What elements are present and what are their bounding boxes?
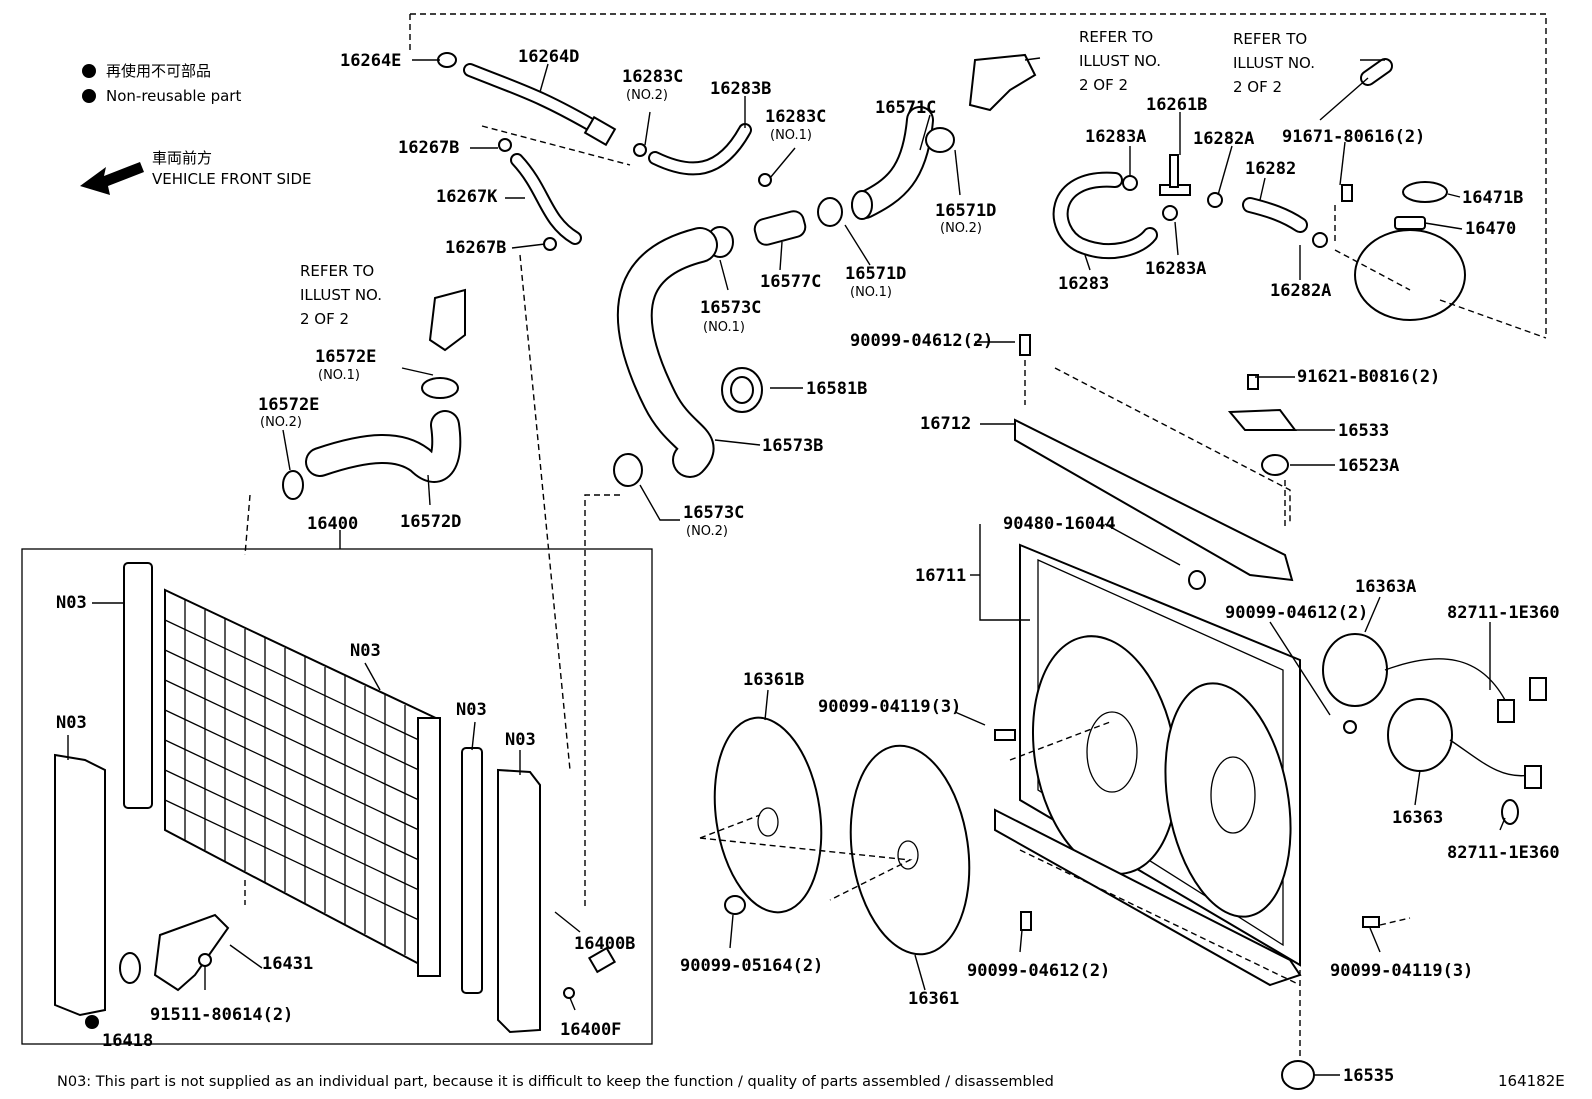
callout-16282: 16282 [1245, 159, 1296, 179]
callout-labels: 16264E 16264D 16283C (NO.2) 16283B 16283… [56, 47, 1560, 1086]
callout-16573B: 16573B [762, 436, 823, 456]
svg-text:REFER TO: REFER TO [1233, 30, 1307, 48]
svg-text:REFER TO: REFER TO [1079, 28, 1153, 46]
callout-16267B-top: 16267B [398, 138, 459, 158]
callout-16283C-no1: 16283C [765, 107, 826, 127]
legend-reusable-en: Non-reusable part [106, 87, 241, 105]
callout-16573C-no2-sub: (NO.2) [686, 524, 728, 539]
callout-91511-80614: 91511-80614(2) [150, 1005, 293, 1025]
callout-16572E-no1: 16572E [315, 347, 376, 367]
callout-N03-1: N03 [56, 593, 87, 613]
callout-N03-2: N03 [350, 641, 381, 661]
callout-N03-4: N03 [56, 713, 87, 733]
callout-16261B: 16261B [1146, 95, 1207, 115]
refer-note-2: REFER TO ILLUST NO. 2 OF 2 [1233, 30, 1315, 96]
callout-16264E: 16264E [340, 51, 401, 71]
dashed-leaders [244, 205, 1547, 1060]
callout-16267B-bottom: 16267B [445, 238, 506, 258]
svg-text:REFER TO: REFER TO [300, 262, 374, 280]
callout-16573C-no1-sub: (NO.1) [703, 320, 745, 335]
callout-16283: 16283 [1058, 274, 1109, 294]
callout-16533: 16533 [1338, 421, 1389, 441]
footer-note: N03: This part is not supplied as an ind… [57, 1074, 1054, 1090]
refer-note-3: REFER TO ILLUST NO. 2 OF 2 [300, 262, 382, 328]
callout-90099-04612-top: 90099-04612(2) [850, 331, 993, 351]
callout-16363A: 16363A [1355, 577, 1416, 597]
callout-16283C-no2: 16283C [622, 67, 683, 87]
callout-16572E-no2-sub: (NO.2) [260, 415, 302, 430]
callout-16361B: 16361B [743, 670, 804, 690]
callout-16400F: 16400F [560, 1020, 621, 1040]
svg-text:ILLUST NO.: ILLUST NO. [300, 286, 382, 304]
callout-16573C-no1: 16573C [700, 298, 761, 318]
callout-16267K: 16267K [436, 187, 498, 207]
callout-16572D: 16572D [400, 512, 461, 532]
callout-90099-04119-bot: 90099-04119(3) [1330, 961, 1473, 981]
callout-N03-3: N03 [456, 700, 487, 720]
callout-16571D-no1-sub: (NO.1) [850, 285, 892, 300]
callout-16712: 16712 [920, 414, 971, 434]
legend-front-en: VEHICLE FRONT SIDE [152, 170, 312, 188]
callout-16571D-no2-sub: (NO.2) [940, 221, 982, 236]
callout-16283A-bottom: 16283A [1145, 259, 1206, 279]
solid-leaders [67, 57, 1506, 1076]
reference-outline [409, 13, 1547, 338]
illustration-code: 164182E [1498, 1072, 1565, 1090]
svg-text:ILLUST NO.: ILLUST NO. [1079, 52, 1161, 70]
callout-16573C-no2: 16573C [683, 503, 744, 523]
upper-hoses [282, 52, 1466, 500]
callout-16470: 16470 [1465, 219, 1516, 239]
callout-16571C: 16571C [875, 98, 936, 118]
callout-16572E-no1-sub: (NO.1) [318, 368, 360, 383]
svg-text:ILLUST NO.: ILLUST NO. [1233, 54, 1315, 72]
callout-90099-05164: 90099-05164(2) [680, 956, 823, 976]
callout-16282A-top: 16282A [1193, 129, 1254, 149]
callout-82711-1E360-top: 82711-1E360 [1447, 603, 1560, 623]
callout-16571D-no1: 16571D [845, 264, 906, 284]
legend: 再使用不可部品 Non-reusable part 車両前方 VEHICLE F… [80, 62, 312, 195]
callout-16400: 16400 [307, 514, 358, 534]
callout-16400B: 16400B [574, 934, 635, 954]
callout-90099-04612-bot: 90099-04612(2) [967, 961, 1110, 981]
legend-front-jp: 車両前方 [152, 149, 212, 167]
callout-16283C-no1-sub: (NO.1) [770, 128, 812, 143]
callout-16363: 16363 [1392, 808, 1443, 828]
callout-82711-1E360-bot: 82711-1E360 [1447, 843, 1560, 863]
callout-16283B: 16283B [710, 79, 771, 99]
svg-text:2 OF 2: 2 OF 2 [1079, 76, 1128, 94]
callout-16571D-no2: 16571D [935, 201, 996, 221]
callout-16264D: 16264D [518, 47, 579, 67]
callout-16572E-no2: 16572E [258, 395, 319, 415]
callout-16418: 16418 [102, 1031, 153, 1051]
non-reusable-dot-icon [82, 89, 96, 103]
svg-text:2 OF 2: 2 OF 2 [300, 310, 349, 328]
callout-91671-80616: 91671-80616(2) [1282, 127, 1425, 147]
callout-16361: 16361 [908, 989, 959, 1009]
callout-16283C-no2-sub: (NO.2) [626, 88, 668, 103]
callout-16471B: 16471B [1462, 188, 1523, 208]
legend-reusable-jp: 再使用不可部品 [106, 62, 211, 80]
callout-16535: 16535 [1343, 1066, 1394, 1086]
callout-16581B: 16581B [806, 379, 867, 399]
callout-16577C: 16577C [760, 272, 821, 292]
callout-16431: 16431 [262, 954, 313, 974]
non-reusable-dot-icon [82, 64, 96, 78]
callout-90099-04119-top: 90099-04119(3) [818, 697, 961, 717]
non-reusable-dot-icon [85, 1015, 99, 1029]
callout-N03-5: N03 [505, 730, 536, 750]
callout-90480-16044: 90480-16044 [1003, 514, 1116, 534]
fan-shroud [713, 334, 1547, 1090]
callout-90099-04612-mid: 90099-04612(2) [1225, 603, 1368, 623]
radiator-box [21, 548, 653, 1045]
svg-text:2 OF 2: 2 OF 2 [1233, 78, 1282, 96]
radiator [54, 562, 617, 1034]
front-arrow-icon [80, 162, 144, 195]
callout-16711: 16711 [915, 566, 966, 586]
callout-16282A-bottom: 16282A [1270, 281, 1331, 301]
refer-note-1: REFER TO ILLUST NO. 2 OF 2 [1079, 28, 1161, 94]
callout-16523A: 16523A [1338, 456, 1399, 476]
callout-91621-B0816: 91621-B0816(2) [1297, 367, 1440, 387]
callout-16283A-top: 16283A [1085, 127, 1146, 147]
